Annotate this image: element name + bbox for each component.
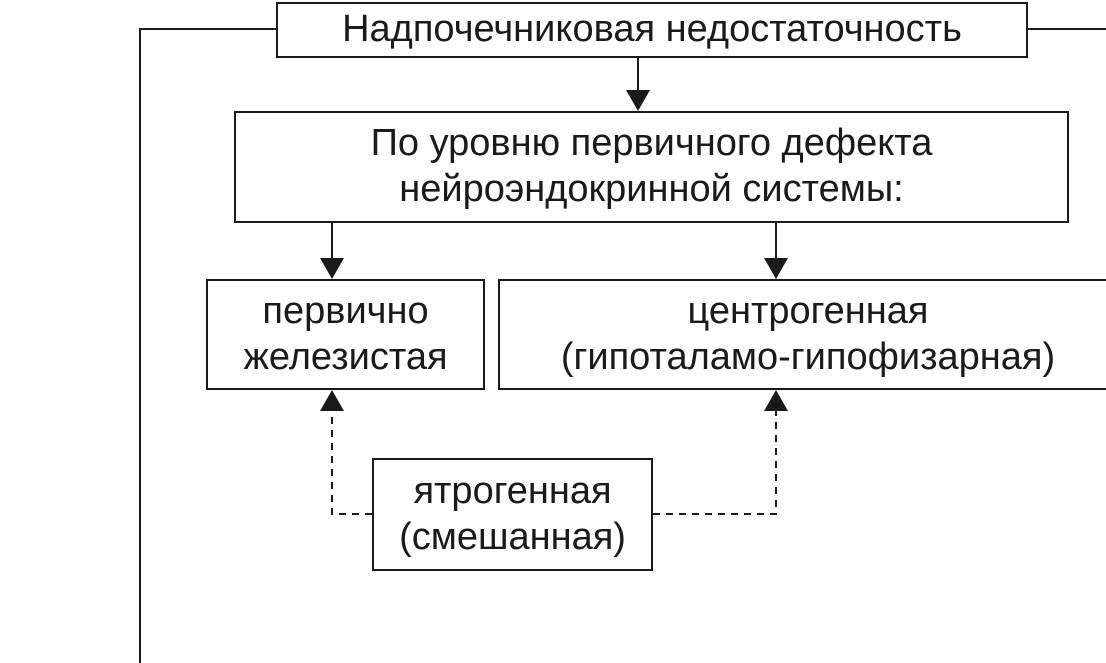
root-node-adrenal-insufficiency: Надпочечниковая недостаточность: [276, 2, 1028, 58]
centrogenic-node: центрогенная (гипоталамо-гипофизарная): [498, 279, 1106, 390]
iatrogenic-node: ятрогенная (смешанная): [372, 458, 653, 571]
root-node-label: Надпочечниковая недостаточность: [342, 8, 962, 51]
centrogenic-line-1: центрогенная: [687, 289, 929, 332]
root-left-bracket-line: [139, 28, 276, 663]
centrogenic-line-2: (гипоталамо-гипофизарная): [560, 335, 1056, 378]
classification-node-line-2: нейроэндокринной системы:: [399, 168, 904, 210]
primary-glandular-line-2: железистая: [243, 335, 448, 378]
iatrogenic-to-primary-arrowhead: [320, 390, 344, 411]
iatrogenic-line-1: ятрогенная: [413, 469, 612, 512]
iatrogenic-to-central-dashed-line: [653, 411, 777, 515]
classification-node-line-1: По уровню первичного дефекта: [370, 122, 933, 165]
iatrogenic-line-2: (смешанная): [399, 515, 626, 558]
classification-node: По уровню первичного дефекта нейроэндокр…: [234, 111, 1069, 223]
primary-glandular-node: первично железистая: [206, 279, 485, 390]
iatrogenic-to-primary-dashed-line: [331, 411, 372, 515]
classification-to-primary-arrowhead: [320, 258, 344, 279]
iatrogenic-to-central-arrowhead: [764, 390, 788, 411]
primary-glandular-line-1: первично: [262, 289, 429, 332]
root-to-classification-arrowhead: [626, 90, 650, 111]
classification-to-central-arrowhead: [764, 258, 788, 279]
